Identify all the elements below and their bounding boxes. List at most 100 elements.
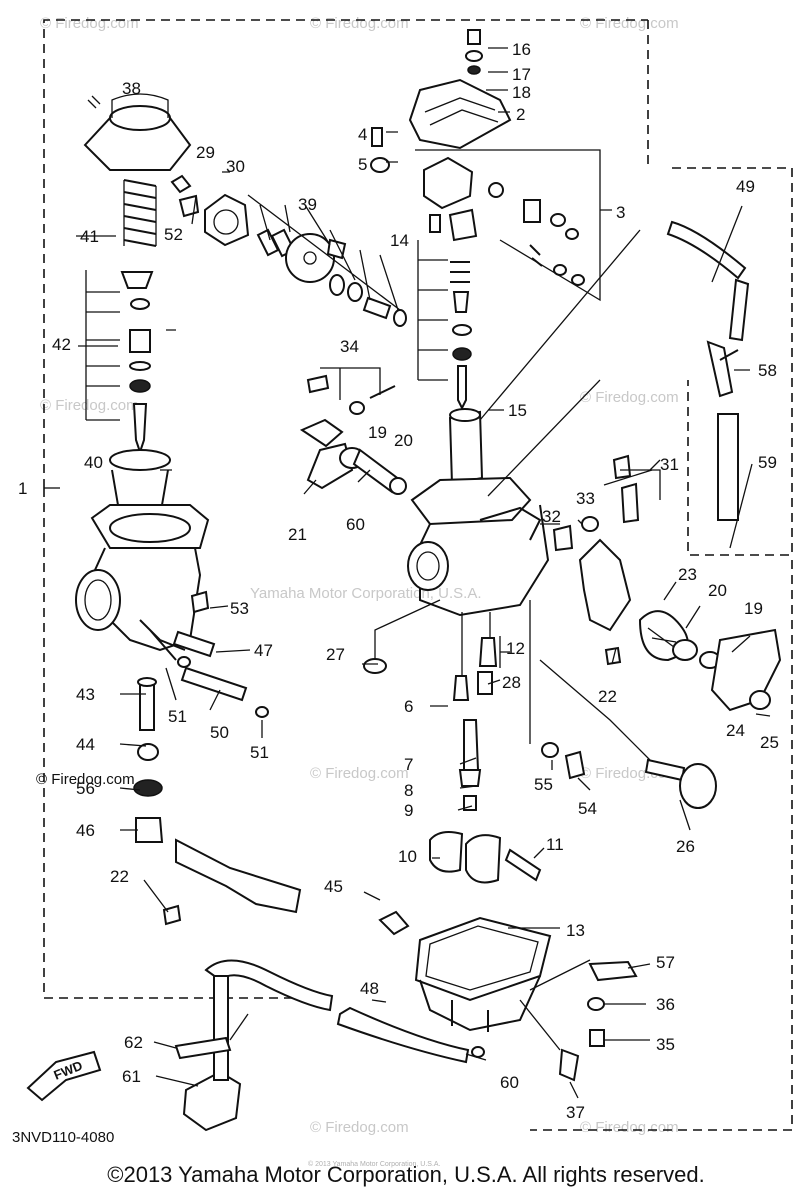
strap-62 <box>174 1036 232 1060</box>
cover-group <box>170 174 407 327</box>
part-label-19-right: 19 <box>744 599 763 618</box>
carb-side-boss <box>479 506 542 541</box>
part-label-37: 37 <box>566 1103 585 1122</box>
part-label-61: 61 <box>122 1067 141 1086</box>
part-label-13: 13 <box>566 921 585 940</box>
bottom-left-group: FWD <box>26 959 334 1132</box>
bracket-61 <box>182 1070 242 1132</box>
washer-3 <box>488 182 504 198</box>
bracket-34 <box>320 367 381 400</box>
firedog-watermark: © Firedog.com <box>310 765 409 782</box>
spring-41 <box>123 179 157 247</box>
cover-2-ridges <box>424 97 499 126</box>
top-cover-group <box>370 29 612 411</box>
hose-47 <box>172 630 216 658</box>
assembly-boundary-left <box>43 488 330 999</box>
hose-50 <box>180 666 248 702</box>
screw-35 <box>589 1029 605 1047</box>
cover-30-hole <box>213 209 239 235</box>
part-label-55: 55 <box>534 775 553 794</box>
part-label-54: 54 <box>578 799 597 818</box>
part-label-36: 36 <box>656 995 675 1014</box>
part-label-60-top: 60 <box>346 515 365 534</box>
washer-33 <box>581 516 599 532</box>
carb-main-bore-inner <box>416 551 440 581</box>
part-label-42: 42 <box>52 335 71 354</box>
diagram-code: 3NVD110-4080 <box>12 1129 114 1146</box>
part-label-52: 52 <box>164 225 183 244</box>
part-label-2: 2 <box>516 105 525 124</box>
yamaha-watermark: Yamaha Motor Corporation, U.S.A. <box>250 585 482 602</box>
ring-39a <box>329 274 345 296</box>
gasket-13-inner <box>425 925 539 991</box>
part-label-11: 11 <box>546 835 564 854</box>
part-label-14: 14 <box>390 231 409 250</box>
carb-inlet-bore <box>75 569 121 631</box>
part-label-18: 18 <box>512 83 531 102</box>
part-label-20-right: 20 <box>708 581 727 600</box>
spring-14 <box>450 261 470 283</box>
washer-44 <box>137 743 159 761</box>
screw-14 <box>429 214 441 233</box>
part-label-15: 15 <box>508 401 527 420</box>
tee-58-branch <box>719 349 739 361</box>
jet-6 <box>452 675 470 701</box>
jet-43-cap <box>137 677 157 687</box>
carb-fitting <box>139 619 186 661</box>
part-label-38: 38 <box>122 79 141 98</box>
part-label-31: 31 <box>660 455 679 474</box>
part-label-39: 39 <box>298 195 317 214</box>
part-label-24: 24 <box>726 721 745 740</box>
part-label-4: 4 <box>358 125 367 144</box>
plate-57 <box>588 960 638 982</box>
float-bowl-posts <box>451 1000 489 1032</box>
part-label-50: 50 <box>210 723 229 742</box>
cover-30 <box>204 193 250 247</box>
part-label-43: 43 <box>76 685 95 704</box>
part-label-27: 27 <box>326 645 345 664</box>
part-label-7: 7 <box>404 755 413 774</box>
copyright-notice: ©2013 Yamaha Motor Corporation, U.S.A. A… <box>107 1162 705 1187</box>
leaders-39 <box>247 194 401 311</box>
part-label-62: 62 <box>124 1033 143 1052</box>
firedog-watermark: © Firedog.com <box>40 15 139 32</box>
lower-middle-group <box>363 599 717 884</box>
top-cap-dome <box>109 105 171 131</box>
part-label-3: 3 <box>616 203 625 222</box>
screw-29 <box>170 174 192 194</box>
part-label-56: 56 <box>76 779 95 798</box>
leader-27 <box>374 599 441 660</box>
part-label-33: 33 <box>576 489 595 508</box>
clip-60b <box>471 1046 485 1058</box>
firedog-watermark-dark: © Firedog.com <box>36 771 135 788</box>
pipe-59 <box>717 413 739 521</box>
fwd-arrow <box>26 1050 102 1102</box>
screw-38 <box>87 95 101 109</box>
jet-needle <box>132 403 148 456</box>
part-label-41: 41 <box>80 227 99 246</box>
pin-34a <box>306 374 330 394</box>
needle-14 <box>457 365 467 411</box>
washer-14 <box>452 324 472 336</box>
part-label-23: 23 <box>678 565 697 584</box>
tee-58 <box>706 340 734 398</box>
part-label-46: 46 <box>76 821 95 840</box>
o-ring-42 <box>129 379 151 393</box>
firedog-watermark: © Firedog.com <box>580 15 679 32</box>
part-label-30: 30 <box>226 157 245 176</box>
part-label-16: 16 <box>512 40 531 59</box>
link-arm-3 <box>423 156 474 210</box>
diaphragm-39 <box>285 233 335 283</box>
part-label-28: 28 <box>502 673 521 692</box>
part-label-58: 58 <box>758 361 777 380</box>
part-label-29: 29 <box>196 143 215 162</box>
diaphragm-piston <box>111 469 169 506</box>
clip-51b <box>255 706 269 718</box>
hose-49 <box>666 220 747 280</box>
part-label-20-left: 20 <box>394 431 413 450</box>
part-label-57: 57 <box>656 953 675 972</box>
jet-12 <box>478 637 498 667</box>
bracket-3 <box>523 199 541 223</box>
part-label-5: 5 <box>358 155 367 174</box>
pilot-screw-knob-26 <box>679 763 717 809</box>
